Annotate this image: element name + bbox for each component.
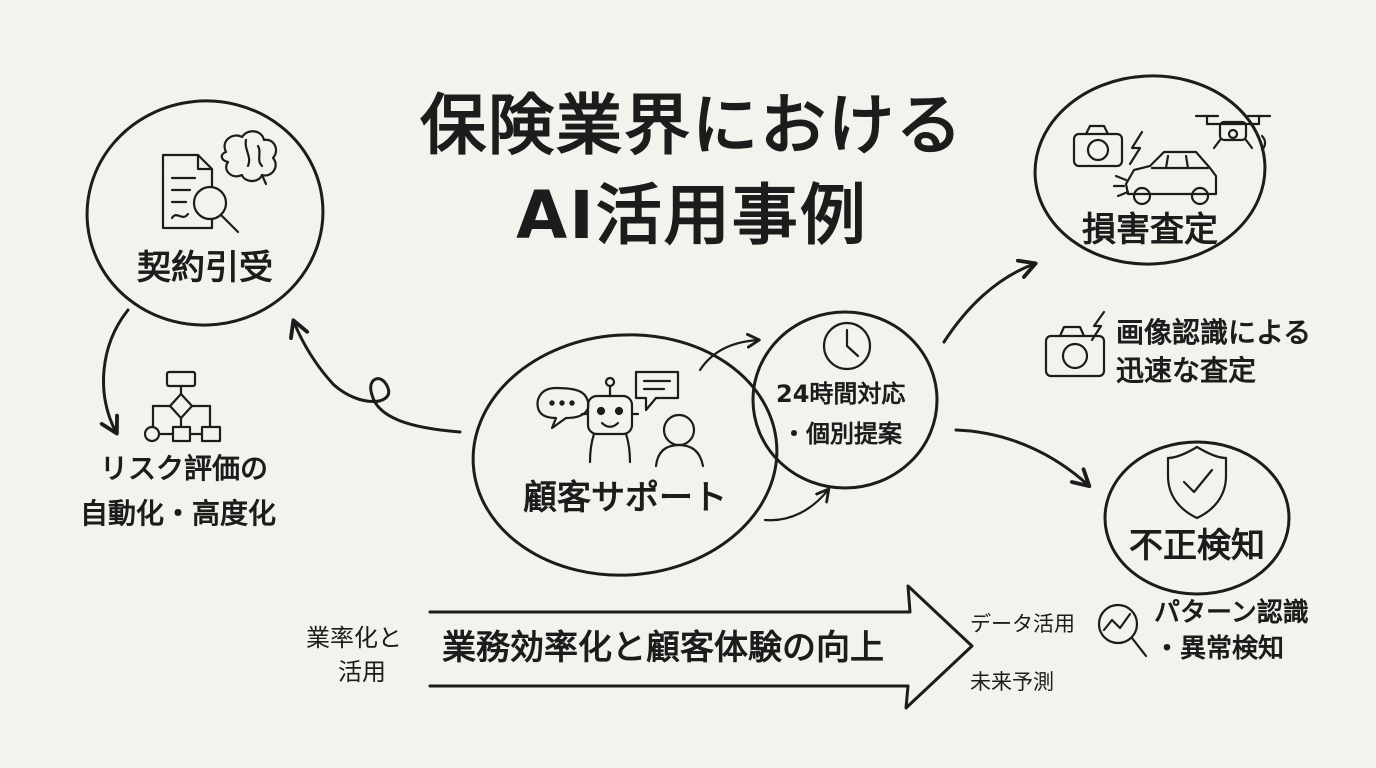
arrow-detail-to-claims — [942, 264, 1034, 344]
claims-note-line2: 迅速な査定 — [1116, 354, 1257, 387]
camera-icon — [1044, 325, 1106, 378]
customer-support-note-line2: ・個別提案 — [782, 420, 902, 448]
damaged-car-icon — [1112, 150, 1218, 206]
brain-icon — [220, 130, 278, 186]
chat-bubble-icon — [634, 370, 680, 412]
flowchart-icon — [143, 370, 222, 443]
customer-support-circle — [471, 333, 779, 577]
camera-icon — [1072, 124, 1124, 168]
claims-circle — [1033, 74, 1267, 266]
arrow-support-to-detail-top — [698, 340, 758, 372]
robot-icon — [580, 376, 640, 464]
lightning-icon — [1090, 310, 1106, 342]
person-icon — [654, 413, 705, 468]
banner-left-line1: 業率化と — [306, 624, 402, 652]
arrow-support-to-detail-bottom — [763, 490, 828, 522]
arrow-support-to-underwriting — [294, 322, 462, 434]
customer-support-label: 顧客サポート — [523, 478, 727, 518]
banner-left-line2: 活用 — [338, 658, 386, 686]
banner-right-top: データ活用 — [970, 612, 1075, 636]
document-search-icon — [161, 153, 240, 234]
underwriting-note-line1: リスク評価の — [100, 452, 269, 485]
arrow-underwriting-to-flow — [104, 308, 130, 432]
fraud-note-line2: ・異常検知 — [1154, 634, 1285, 664]
detail-circle — [751, 310, 939, 490]
magnifier-chart-icon — [1097, 603, 1148, 658]
customer-support-note-line1: 24時間対応 — [776, 380, 906, 408]
underwriting-label: 契約引受 — [137, 248, 273, 288]
fraud-circle — [1103, 440, 1291, 596]
shield-check-icon — [1166, 445, 1228, 520]
banner-right-bottom: 未来予測 — [970, 670, 1054, 694]
underwriting-note-line2: 自動化・高度化 — [80, 497, 277, 530]
fraud-label: 不正検知 — [1129, 526, 1265, 566]
banner-arrow — [428, 584, 974, 710]
drone-icon — [1194, 114, 1272, 152]
underwriting-circle — [85, 99, 325, 327]
fraud-note-line1: パターン認識 — [1154, 598, 1309, 628]
claims-note-line1: 画像認識による — [1116, 316, 1312, 349]
chat-bubble-icon — [536, 386, 590, 430]
claims-label: 損害査定 — [1082, 210, 1218, 250]
arrow-detail-to-fraud — [954, 428, 1088, 485]
clock-icon — [822, 321, 872, 371]
lightning-icon — [1128, 130, 1144, 166]
diagram-title-line2: AI活用事例 — [516, 177, 868, 254]
diagram-title-line1: 保険業界における — [420, 87, 964, 164]
banner-text: 業務効率化と顧客体験の向上 — [442, 628, 884, 668]
